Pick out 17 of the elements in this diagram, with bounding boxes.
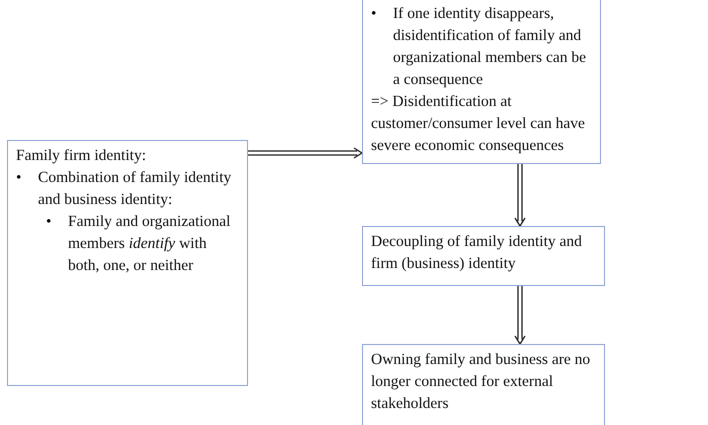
bullet-text: If one identity disappears, disidentification of family and organizational members can be a consequence (393, 5, 586, 88)
body-text: => Disidentification at customer/consumer level can have severe economic consequences (371, 93, 585, 154)
heading-text: Family firm identity: (16, 147, 146, 164)
bullet-text: Family and organizational members identify with both, one, or neither (68, 213, 230, 274)
bullet-mark: • (16, 169, 22, 186)
text-box (362, 226, 605, 286)
double-arrow (514, 163, 526, 228)
body-text: Decoupling of family identity and firm (business) identity (371, 233, 582, 272)
double-arrow (247, 147, 364, 159)
text-box (362, 344, 605, 425)
double-arrow (514, 285, 526, 346)
bullet-mark: • (371, 5, 376, 22)
bullet-mark: • (46, 213, 52, 230)
body-text: Owning family and business are no longer connected for external stakeholders (371, 351, 590, 412)
text-box (362, 0, 601, 164)
bullet-text: Combination of family identity and business identity: (38, 169, 232, 208)
text-box (7, 140, 248, 386)
